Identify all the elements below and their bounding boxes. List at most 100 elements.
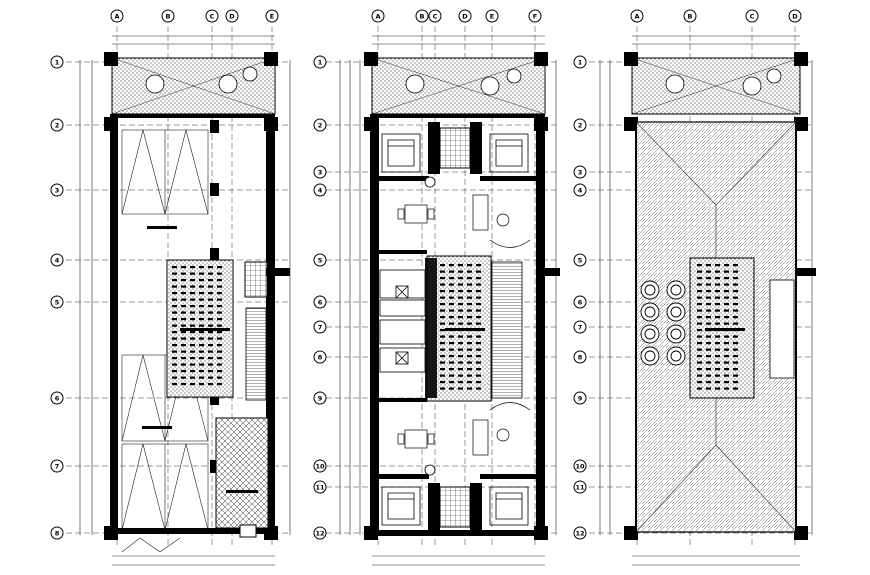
seat-mark: [476, 316, 481, 319]
seat-mark: [458, 387, 463, 390]
seat-mark: [440, 361, 445, 364]
seat-mark: [476, 264, 481, 267]
seat-mark: [458, 361, 463, 364]
seat-mark: [724, 290, 729, 293]
grid-bubble-col: D: [458, 9, 472, 23]
seat-mark: [440, 283, 445, 286]
seat-mark: [458, 283, 463, 286]
seat-mark: [476, 374, 481, 377]
grid-bubble-row: 11: [573, 480, 587, 494]
seat-mark: [458, 355, 463, 358]
seat-mark: [697, 348, 702, 351]
grid-bubble-row: 5: [50, 295, 64, 309]
seat-mark: [476, 335, 481, 338]
seat-mark: [440, 368, 445, 371]
seat-mark: [172, 285, 177, 288]
seat-mark: [724, 387, 729, 390]
seat-mark: [697, 270, 702, 273]
plan-middle: [326, 26, 560, 566]
seat-mark: [706, 283, 711, 286]
seat-mark: [467, 387, 472, 390]
seat-mark: [458, 290, 463, 293]
svg-text:6: 6: [55, 394, 60, 402]
svg-text:C: C: [210, 12, 215, 20]
seat-mark: [724, 270, 729, 273]
seat-mark: [172, 350, 177, 353]
seat-mark: [190, 292, 195, 295]
seat-mark: [208, 279, 213, 282]
grid-bubble-row: 7: [573, 320, 587, 334]
seat-mark: [449, 368, 454, 371]
seat-mark: [208, 305, 213, 308]
seat-mark: [172, 311, 177, 314]
seat-mark: [715, 309, 720, 312]
grid-bubble-col: C: [205, 9, 219, 23]
seat-mark: [697, 316, 702, 319]
grid-bubble-row: 6: [313, 295, 327, 309]
seat-mark: [467, 355, 472, 358]
grid-bubble-row: 11: [313, 480, 327, 494]
seat-mark: [476, 368, 481, 371]
grid-bubble-row: 2: [313, 118, 327, 132]
seat-mark: [217, 344, 222, 347]
seat-mark: [190, 318, 195, 321]
svg-text:4: 4: [55, 256, 60, 264]
seat-mark: [440, 348, 445, 351]
seat-mark: [440, 316, 445, 319]
seat-mark: [458, 322, 463, 325]
seat-mark: [715, 348, 720, 351]
seat-mark: [724, 355, 729, 358]
seat-mark: [449, 361, 454, 364]
seat-mark: [199, 357, 204, 360]
svg-text:10: 10: [575, 462, 585, 470]
seat-mark: [706, 355, 711, 358]
svg-text:9: 9: [578, 394, 583, 402]
seat-mark: [208, 298, 213, 301]
seat-mark: [715, 270, 720, 273]
svg-text:8: 8: [578, 353, 583, 361]
seat-mark: [724, 368, 729, 371]
seat-mark: [467, 283, 472, 286]
svg-text:B: B: [166, 12, 171, 20]
seat-mark: [172, 305, 177, 308]
seat-mark: [706, 316, 711, 319]
seat-mark: [172, 331, 177, 334]
seat-mark: [172, 298, 177, 301]
seat-mark: [217, 324, 222, 327]
grid-bubble-row: 10: [573, 459, 587, 473]
seat-mark: [715, 296, 720, 299]
seat-mark: [733, 283, 738, 286]
seat-mark: [190, 272, 195, 275]
seat-mark: [208, 331, 213, 334]
seat-mark: [208, 370, 213, 373]
seat-mark: [733, 290, 738, 293]
svg-text:10: 10: [315, 462, 325, 470]
seat-mark: [467, 270, 472, 273]
seat-mark: [697, 374, 702, 377]
seat-mark: [458, 264, 463, 267]
seat-mark: [172, 324, 177, 327]
seat-mark: [449, 348, 454, 351]
grid-bubble-row: 4: [50, 253, 64, 267]
seat-mark: [733, 270, 738, 273]
seat-mark: [208, 318, 213, 321]
seat-mark: [476, 290, 481, 293]
seat-mark: [449, 374, 454, 377]
seat-mark: [697, 381, 702, 384]
seat-mark: [172, 279, 177, 282]
grid-bubble-row: 7: [313, 320, 327, 334]
seat-mark: [697, 361, 702, 364]
grid-bubble-row: 8: [573, 350, 587, 364]
grid-bubble-col: F: [528, 9, 542, 23]
seat-mark: [181, 363, 186, 366]
seat-mark: [181, 350, 186, 353]
seat-mark: [458, 309, 463, 312]
seat-mark: [172, 292, 177, 295]
grid-bubble-col: C: [428, 9, 442, 23]
seat-mark: [440, 374, 445, 377]
seat-mark: [733, 374, 738, 377]
seat-mark: [190, 344, 195, 347]
seat-mark: [697, 283, 702, 286]
